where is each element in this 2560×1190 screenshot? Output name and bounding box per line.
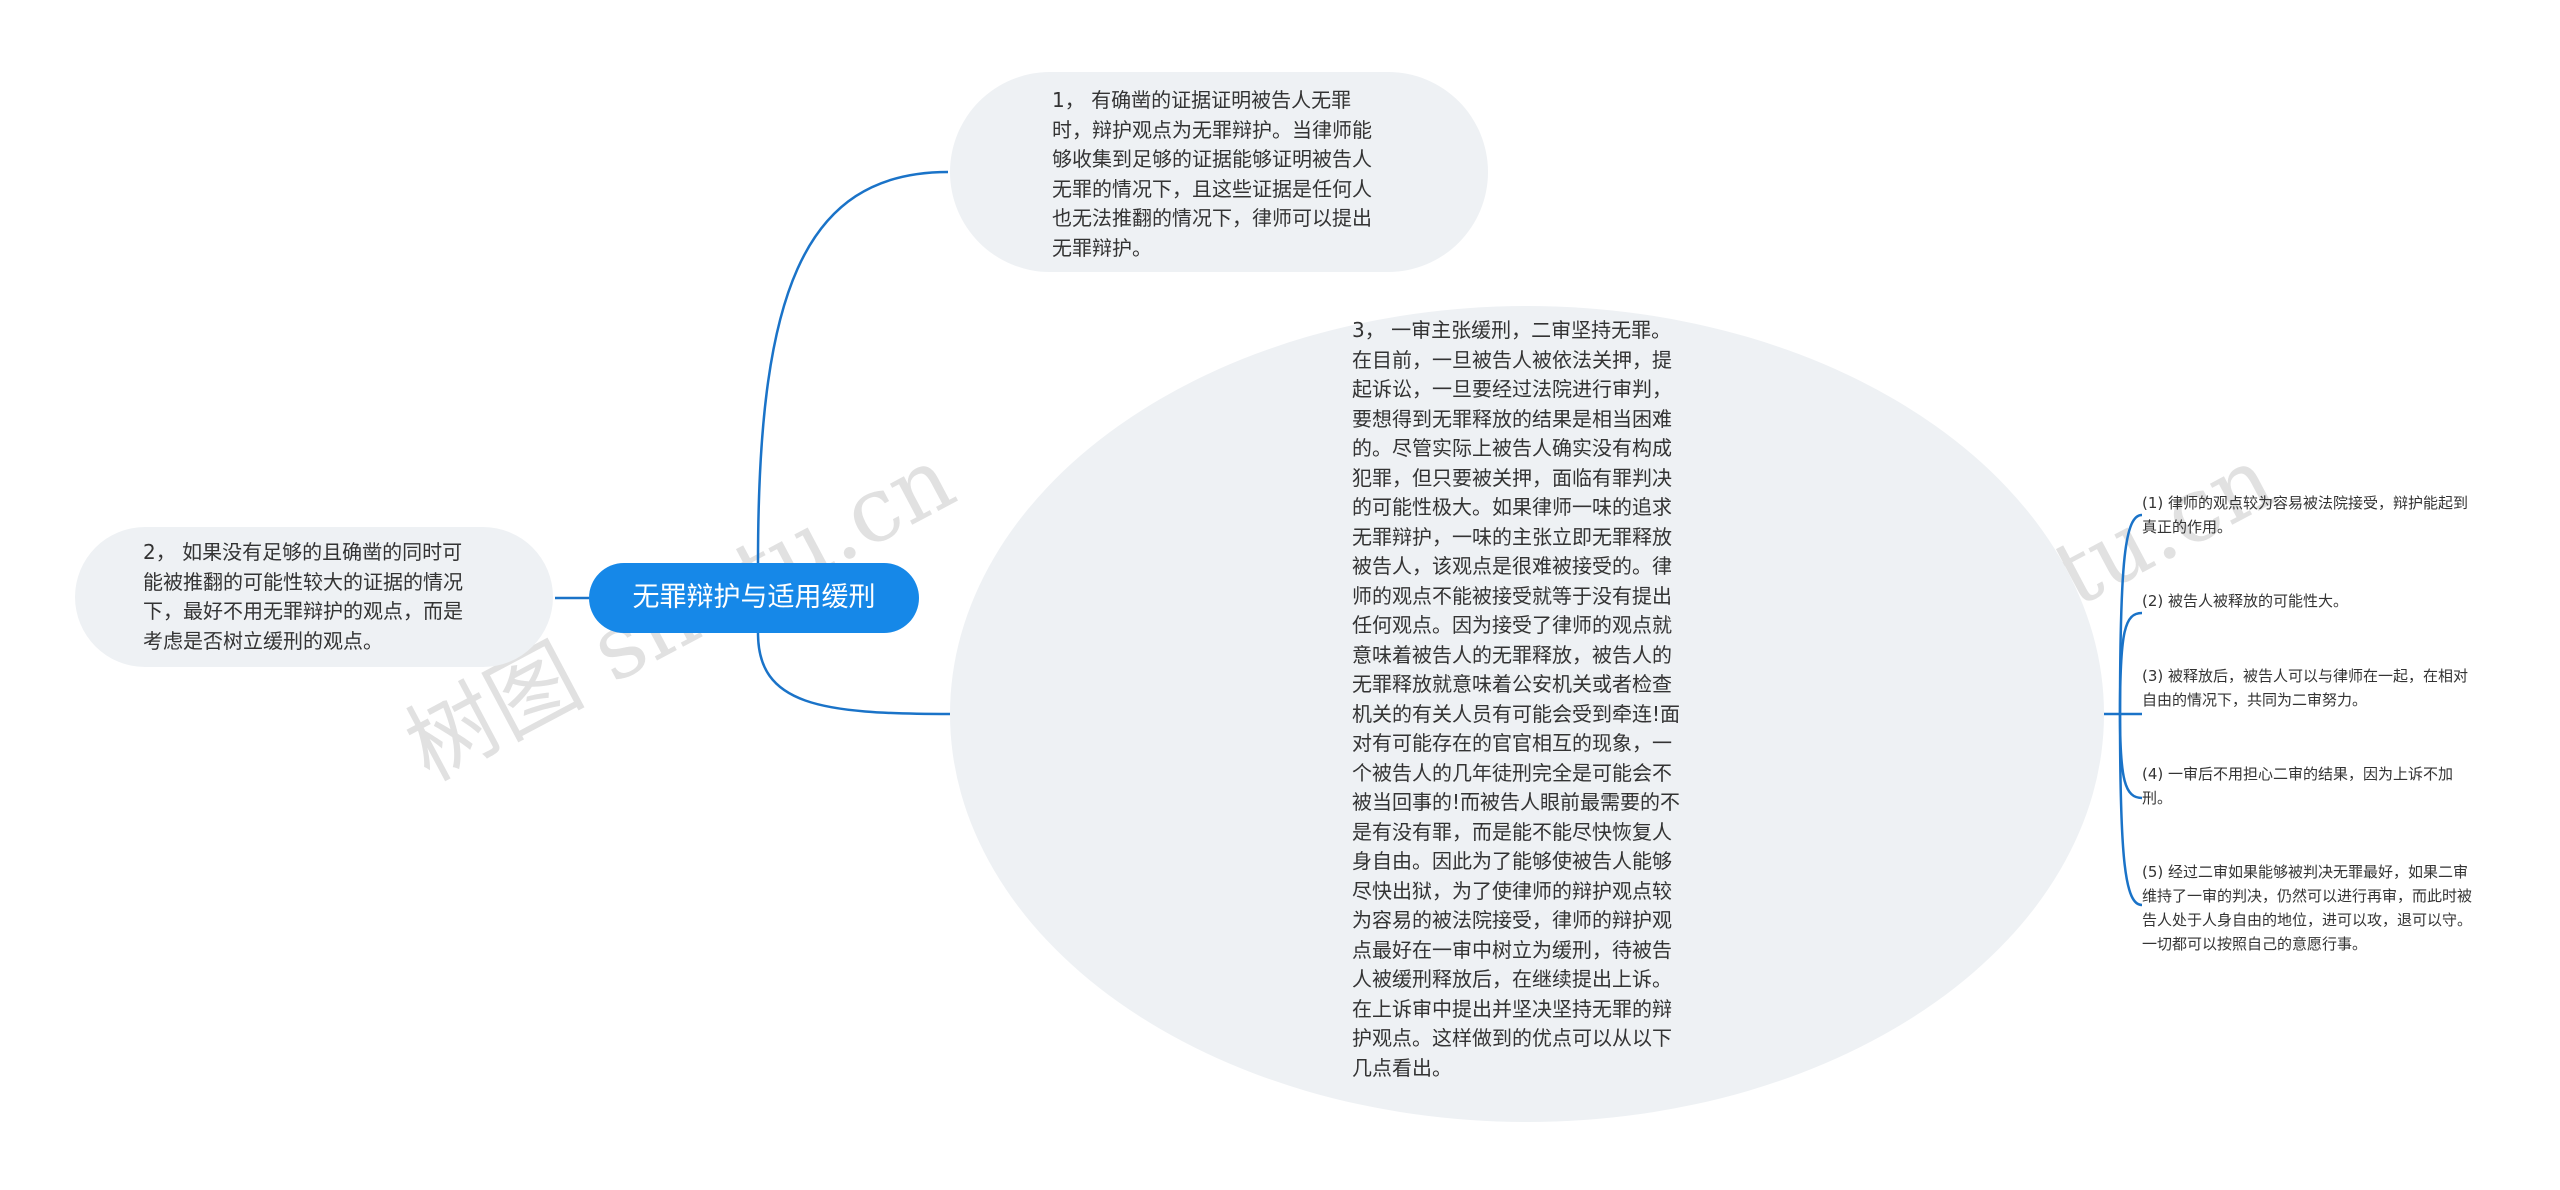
sub-point-4: (4) 一审后不用担心二审的结果，因为上诉不加刑。 xyxy=(2142,765,2454,807)
sub-point-3: (3) 被释放后，被告人可以与律师在一起，在相对自由的情况下，共同为二审努力。 xyxy=(2142,667,2469,709)
bubble-point2 xyxy=(75,527,553,667)
bubble-point3 xyxy=(950,306,2104,1122)
point3-text: 3， 一审主张缓刑，二审坚持无罪。在目前，一旦被告人被依法关押，提起诉讼，一旦要… xyxy=(1352,318,1681,1080)
bubble-point1 xyxy=(950,72,1488,272)
connector-root-to-point1 xyxy=(756,170,949,564)
sub-point-2: (2) 被告人被释放的可能性大。 xyxy=(2142,592,2349,610)
connector-sub4 xyxy=(2118,713,2143,800)
point2-text: 2， 如果没有足够的且确凿的同时可能被推翻的可能性较大的证据的情况下，最好不用无… xyxy=(143,540,463,653)
sub-point-1: (1) 律师的观点较为容易被法院接受，辩护能起到真正的作用。 xyxy=(2142,494,2469,536)
connector-root-to-point3 xyxy=(756,632,951,716)
connector-sub5 xyxy=(2118,713,2143,907)
sub-point-5: (5) 经过二审如果能够被判决无罪最好，如果二审维持了一审的判决，仍然可以进行再… xyxy=(2142,863,2473,953)
connector-sub2 xyxy=(2118,611,2143,715)
point1-text: 1， 有确凿的证据证明被告人无罪时，辩护观点为无罪辩护。当律师能够收集到足够的证… xyxy=(1052,88,1372,260)
root-topic[interactable]: 无罪辩护与适用缓刑 xyxy=(589,563,919,633)
